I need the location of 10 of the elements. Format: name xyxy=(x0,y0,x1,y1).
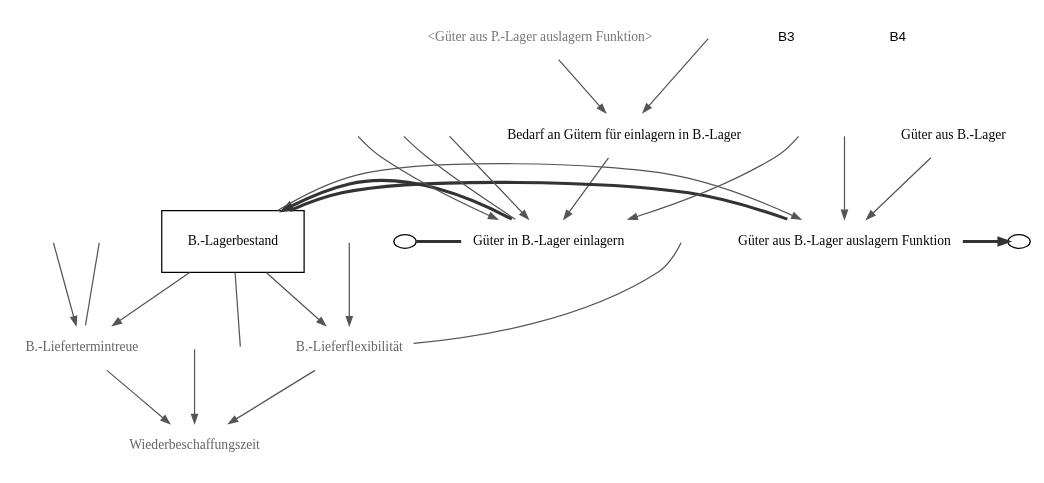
node-text: Güter aus B.-Lager xyxy=(901,126,1006,142)
label: B4 xyxy=(889,28,907,44)
node-text: <Güter aus P.-Lager auslagern Funktion> xyxy=(427,28,653,44)
node-text: Bedarf an Gütern für einlagern in B.-Lager xyxy=(507,126,742,142)
node-text: Güter aus B.-Lager auslagern Funktion xyxy=(738,232,951,248)
node-text: Wiederbeschaffungszeit xyxy=(129,437,260,453)
node-text: B.-Lieferflexibilität xyxy=(295,339,403,355)
label: B3 xyxy=(777,28,795,44)
node-text: Güter in B.-Lager einlagern xyxy=(473,232,625,248)
node-text: B.-Liefertermintreue xyxy=(25,339,139,355)
